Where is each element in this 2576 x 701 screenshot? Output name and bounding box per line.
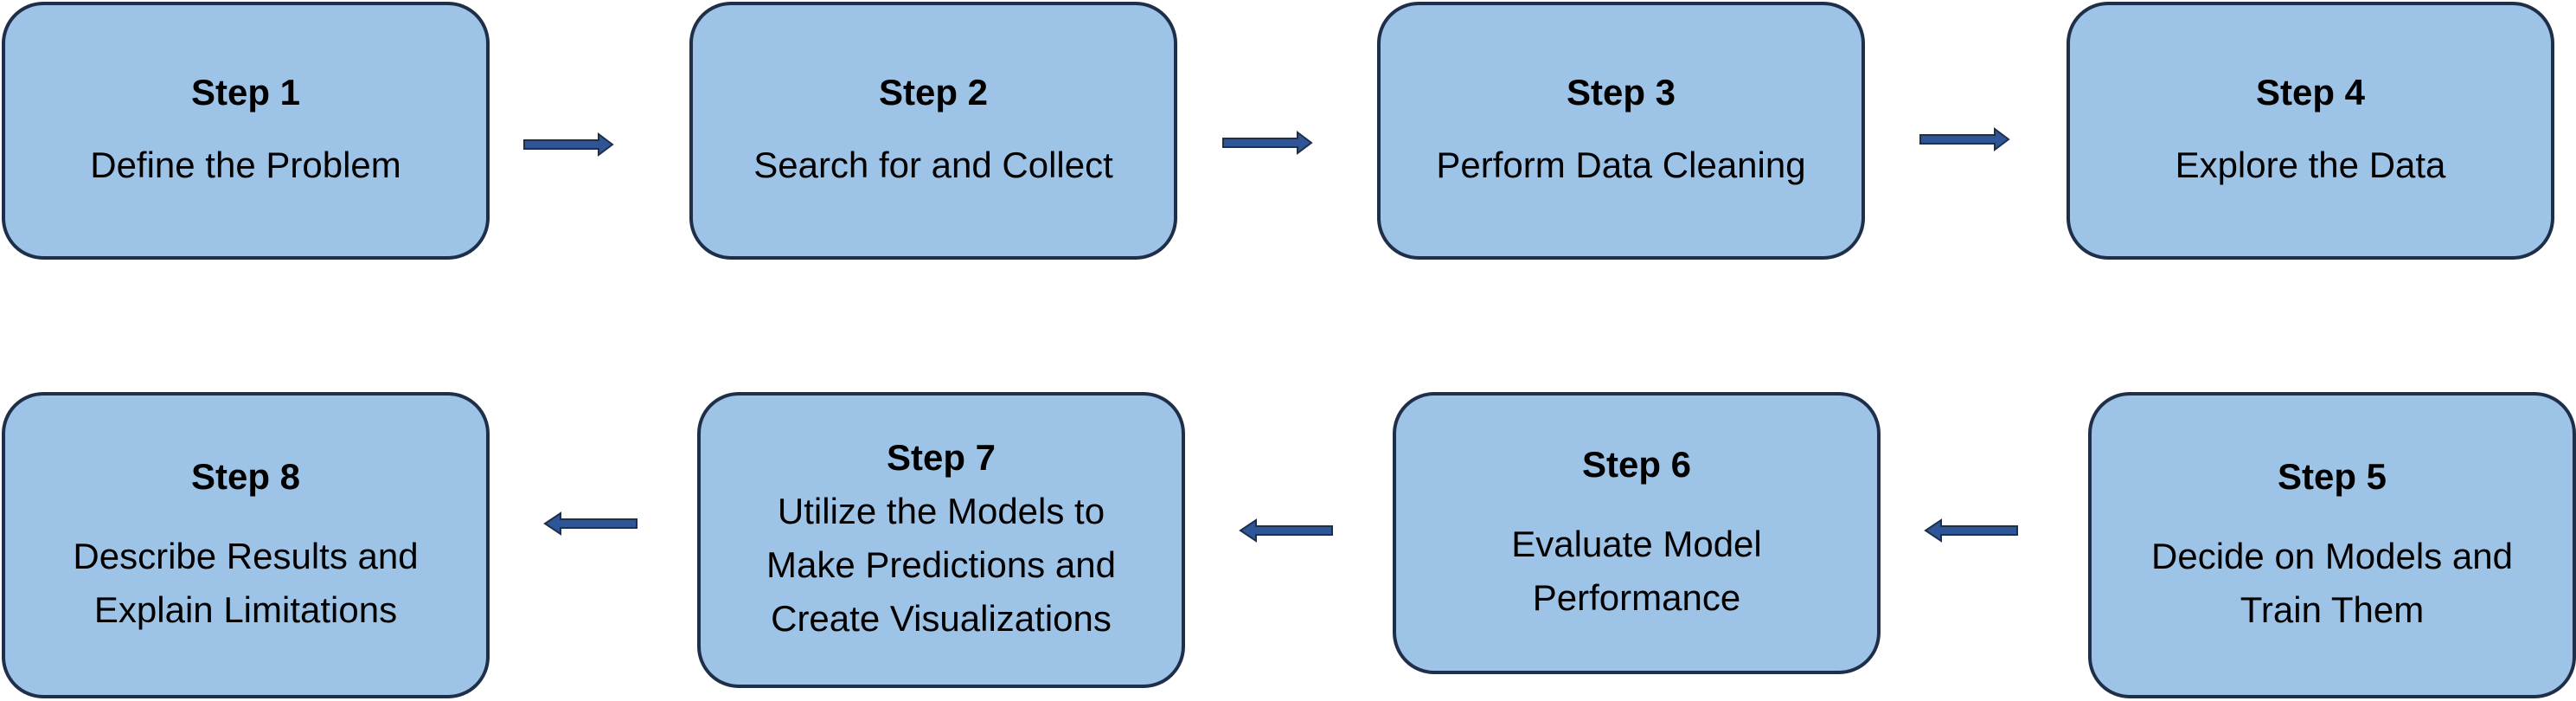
step-2-description: Search for and Collect [753, 145, 1113, 185]
step-5-description-line-2: Train Them [2240, 589, 2425, 630]
arrow-step-7-to-8 [543, 511, 638, 537]
step-3-title: Step 3 [1566, 72, 1676, 113]
step-6-title: Step 6 [1581, 444, 1692, 485]
arrow-step-1-to-2 [522, 132, 614, 158]
arrow-step-6-to-7 [1239, 518, 1334, 543]
arrow-step-5-to-6 [1924, 518, 2019, 543]
step-6-description-line-1: Evaluate Model [1511, 524, 1762, 564]
step-7-box: Step 7 Utilize the Models to Make Predic… [697, 392, 1185, 688]
step-4-title: Step 4 [2255, 72, 2366, 113]
step-5-description-line-1: Decide on Models and [2151, 536, 2513, 576]
arrow-step-2-to-3 [1221, 130, 1313, 156]
step-3-box: Step 3 Perform Data Cleaning [1377, 2, 1865, 260]
step-4-description: Explore the Data [2175, 145, 2446, 185]
step-1-description: Define the Problem [90, 145, 401, 185]
step-7-description-line-3: Create Visualizations [771, 598, 1112, 639]
step-1-title: Step 1 [190, 72, 301, 113]
step-7-description-line-2: Make Predictions and [766, 544, 1116, 585]
step-6-description-line-2: Performance [1532, 577, 1741, 618]
step-8-description-line-1: Describe Results and [73, 536, 419, 576]
step-8-description-line-2: Explain Limitations [93, 589, 398, 630]
step-1-box: Step 1 Define the Problem [2, 2, 490, 260]
step-2-box: Step 2 Search for and Collect [689, 2, 1177, 260]
step-2-title: Step 2 [878, 72, 989, 113]
step-5-box: Step 5 Decide on Models and Train Them [2088, 392, 2576, 698]
step-8-title: Step 8 [190, 456, 301, 497]
step-4-box: Step 4 Explore the Data [2067, 2, 2554, 260]
step-3-description: Perform Data Cleaning [1436, 145, 1806, 185]
step-7-description-line-1: Utilize the Models to [777, 491, 1105, 531]
step-6-box: Step 6 Evaluate Model Performance [1393, 392, 1881, 674]
step-8-box: Step 8 Describe Results and Explain Limi… [2, 392, 490, 698]
step-7-title: Step 7 [886, 437, 996, 478]
step-5-title: Step 5 [2277, 456, 2387, 497]
arrow-step-3-to-4 [1919, 126, 2010, 152]
